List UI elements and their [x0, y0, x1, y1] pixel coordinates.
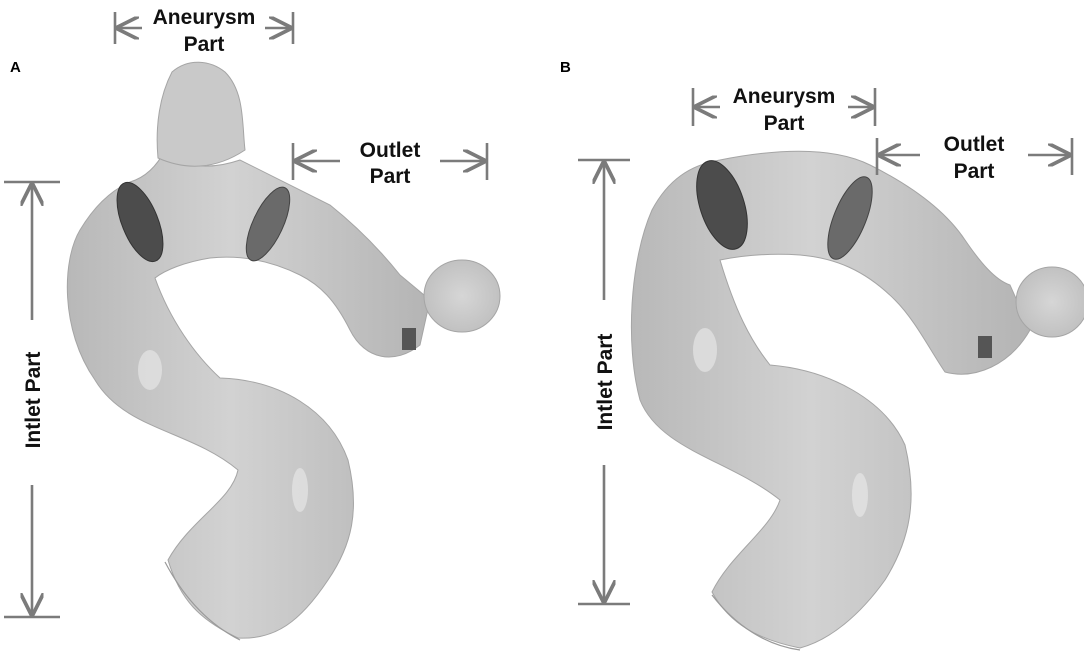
inlet-dimension-b — [578, 158, 630, 606]
aneurysm-dimension-b — [691, 88, 877, 126]
aneurysm-dome-a — [156, 61, 246, 167]
outlet-label-b-line1: Outlet — [944, 133, 1005, 156]
panel-a: A Aneurysm Part — [4, 6, 501, 641]
panel-b: B Aneurysm Part Outlet P — [560, 59, 1084, 651]
outlet-notch-a — [402, 328, 416, 350]
panel-letter-a: A — [10, 59, 21, 76]
aneurysm-dimension-a — [113, 12, 295, 44]
highlight-a1 — [138, 350, 162, 390]
cut-plane-outlet-b — [827, 176, 873, 260]
outlet-cap-a — [423, 259, 501, 333]
vessel-body-b — [630, 150, 1031, 649]
outlet-notch-b — [978, 336, 992, 358]
cut-plane-outlet-a — [245, 186, 291, 262]
panel-letter-b: B — [560, 59, 571, 76]
aneurysm-label-a-line1: Aneurysm — [153, 6, 256, 29]
cut-plane-inlet-b — [696, 160, 748, 250]
aneurysm-label-b-line1: Aneurysm — [733, 85, 836, 108]
inlet-ring-a — [164, 561, 241, 641]
inlet-label-b: Intlet Part — [594, 334, 617, 431]
outlet-dimension-a — [291, 143, 489, 180]
outlet-label-b-line2: Part — [954, 160, 995, 183]
outlet-cap-b — [1015, 266, 1084, 338]
outlet-label-a-line2: Part — [370, 165, 411, 188]
outlet-dimension-b — [875, 138, 1074, 175]
outlet-label-a-line1: Outlet — [360, 139, 421, 162]
vessel-body-a — [66, 149, 431, 639]
highlight-a2 — [292, 468, 308, 512]
highlight-b1 — [693, 328, 717, 372]
aneurysm-label-b-line2: Part — [764, 112, 805, 135]
vessel-model-b — [630, 150, 1084, 651]
inlet-ring-b — [711, 594, 801, 651]
inlet-label-a: Intlet Part — [22, 352, 45, 449]
vessel-model-a — [66, 61, 501, 641]
aneurysm-label-a-line2: Part — [184, 33, 225, 56]
cut-plane-inlet-a — [116, 181, 164, 263]
highlight-b2 — [852, 473, 868, 517]
inlet-dimension-a — [4, 180, 60, 619]
